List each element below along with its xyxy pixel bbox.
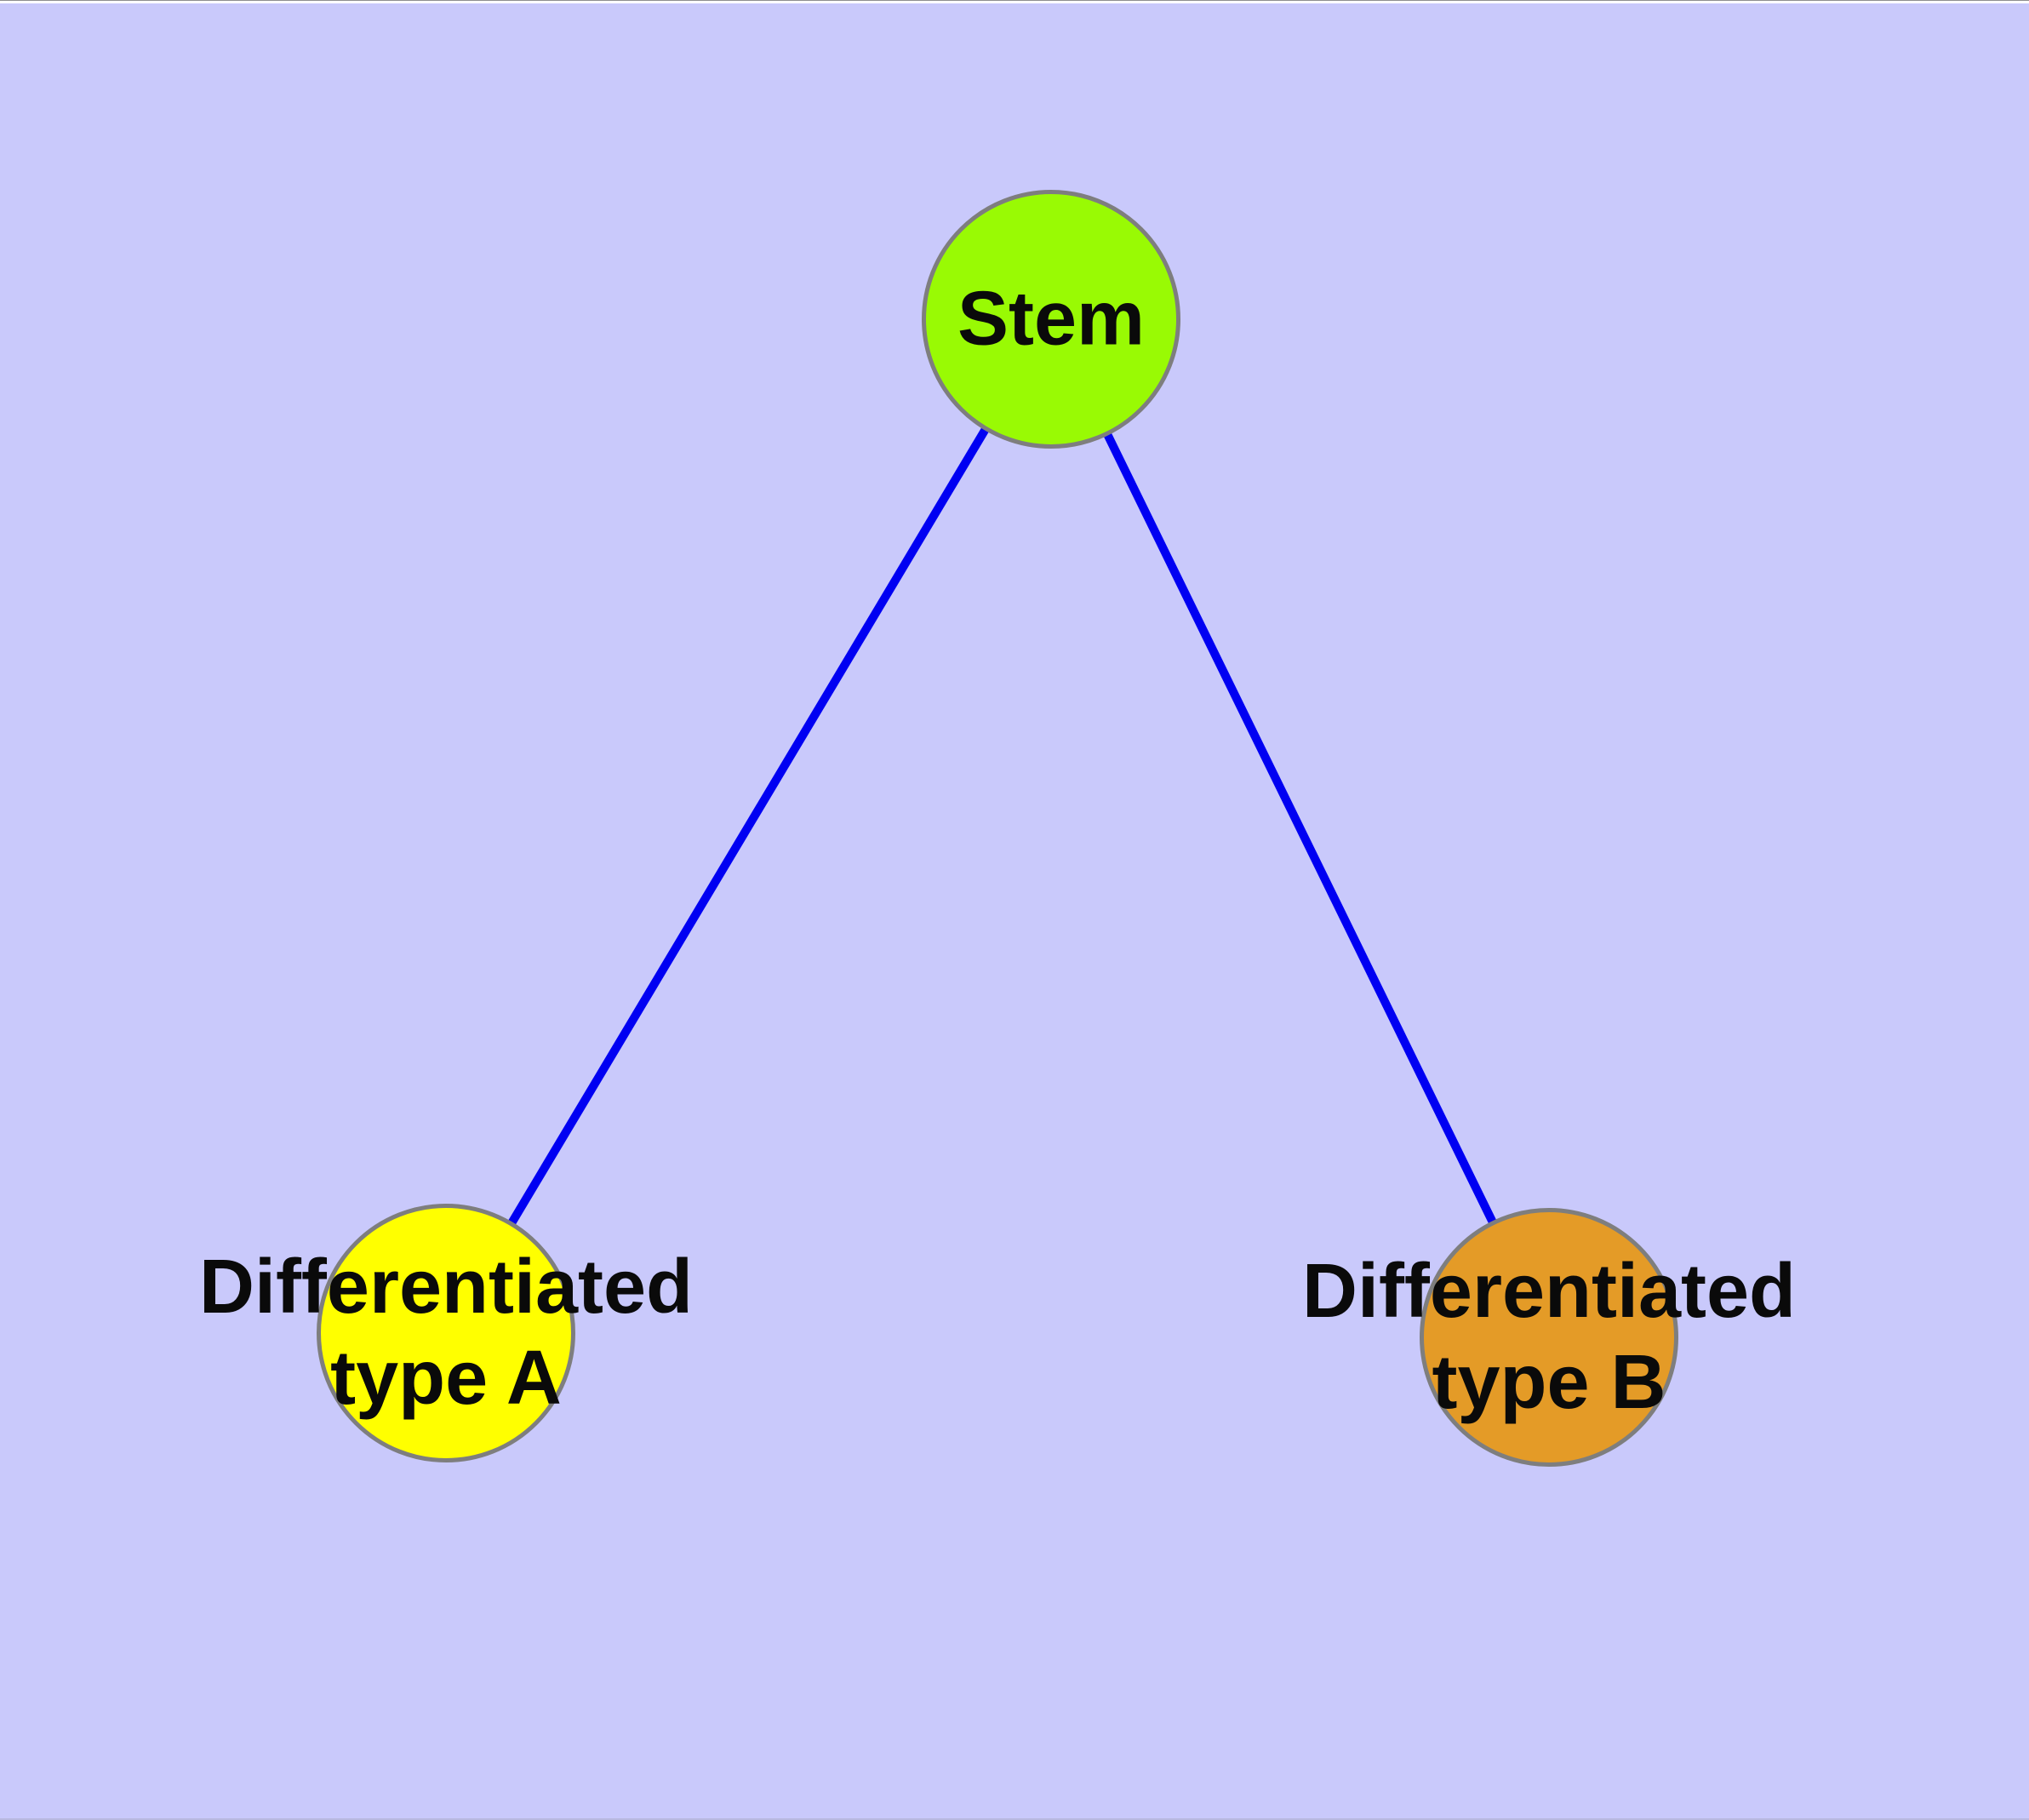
window-top-edge bbox=[0, 0, 2029, 3]
edge-stem-to-type-a bbox=[442, 317, 1055, 1336]
window-bottom-edge bbox=[0, 1818, 2029, 1820]
node-label-differentiated-type-a: Differentiated type A bbox=[198, 1245, 694, 1421]
node-label-differentiated-type-b: Differentiated type B bbox=[1301, 1249, 1797, 1425]
edge-stem-to-type-b bbox=[1047, 317, 1553, 1340]
node-differentiated-type-a bbox=[317, 1204, 575, 1462]
node-stem bbox=[922, 190, 1180, 449]
node-differentiated-type-b bbox=[1420, 1208, 1678, 1467]
node-label-stem: Stem bbox=[957, 276, 1146, 362]
